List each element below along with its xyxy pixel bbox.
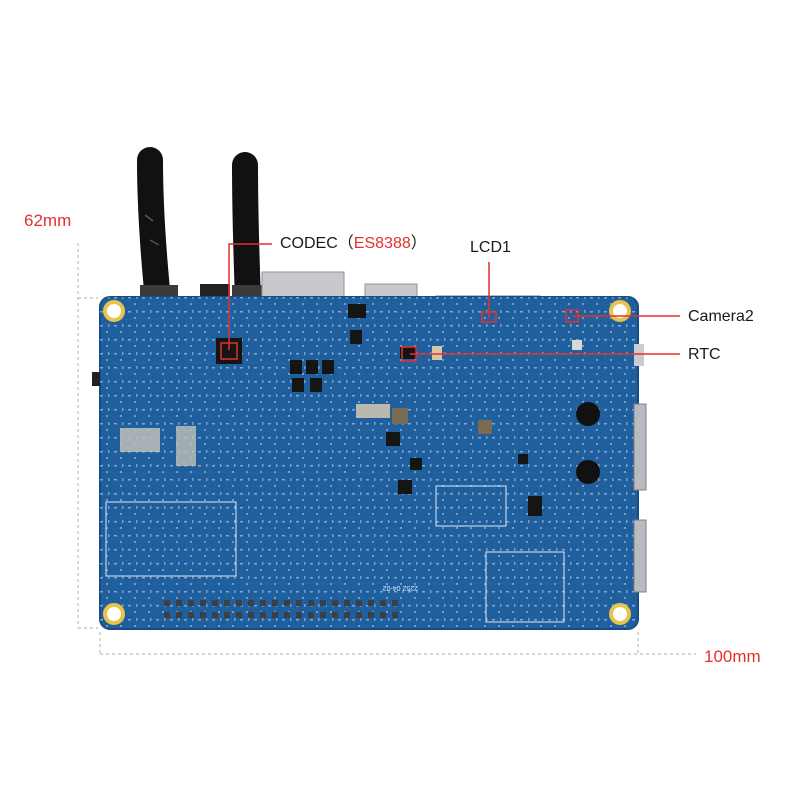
dimension-guides [77,243,696,655]
camera-callout-label: Camera2 [688,308,754,325]
antenna-cables [137,147,266,313]
callout-lines [220,243,680,362]
lcd-highlight-box [481,311,497,323]
board-date-code: 2252 04-02 [382,584,418,591]
mounting-hole-top-right [609,300,631,322]
rtc-highlight-box [401,346,417,362]
mounting-hole-bottom-left [103,603,125,625]
surface-components [120,304,582,516]
mounting-hole-top-left [103,300,125,322]
height-dimension-label: 62mm [24,211,72,230]
width-dimension-label: 100mm [704,647,761,666]
codec-highlight-box [220,342,238,360]
side-ports [92,344,647,593]
codec-label-prefix: CODEC（ [280,235,354,252]
codec-chip-name: ES8388 [353,235,411,252]
pcb-board: 2252 04-02 [92,296,647,630]
camera-highlight-box [565,309,579,323]
codec-callout-label: CODEC（ES8388） [280,236,427,252]
rtc-callout-label: RTC [688,346,721,363]
gpio-header-pads [164,600,398,618]
codec-label-suffix: ） [410,235,427,252]
codec-callout-line [228,243,272,350]
lcd-callout-label: LCD1 [470,239,511,256]
mounting-hole-bottom-right [609,603,631,625]
mounting-holes [103,300,631,625]
